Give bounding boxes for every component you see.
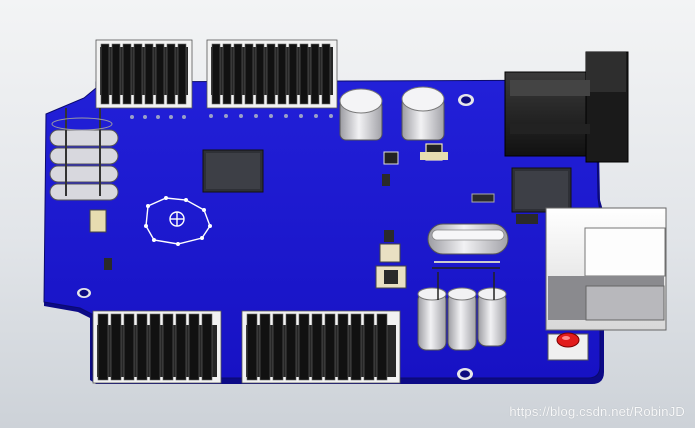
reset-button[interactable] (547, 332, 589, 361)
solder-pads-top (130, 114, 333, 119)
pin-header-top-left[interactable] (95, 39, 193, 109)
ic-chip-secondary (511, 167, 572, 213)
usb-b-connector[interactable] (545, 207, 667, 331)
crystal-oscillator (427, 223, 509, 263)
pin-header-bottom-left[interactable] (92, 310, 222, 384)
capacitor-c2 (401, 86, 445, 141)
smd-components (89, 143, 538, 289)
ic-chip-main (202, 149, 264, 193)
mounting-hole-left (77, 288, 91, 298)
watermark-text: https://blog.csdn.net/RobinJD (509, 404, 685, 419)
pin-header-top-right[interactable] (206, 39, 338, 109)
dc-power-jack[interactable] (504, 51, 629, 163)
capacitor-c1 (339, 88, 383, 141)
capacitor-group-bottom (417, 267, 507, 351)
mounting-hole-bottom (457, 368, 473, 380)
pin-header-bottom-right[interactable] (241, 310, 401, 384)
mounting-hole-top (458, 94, 474, 106)
reference-triad-icon[interactable] (144, 196, 212, 246)
icsp-header-left[interactable] (48, 108, 119, 201)
